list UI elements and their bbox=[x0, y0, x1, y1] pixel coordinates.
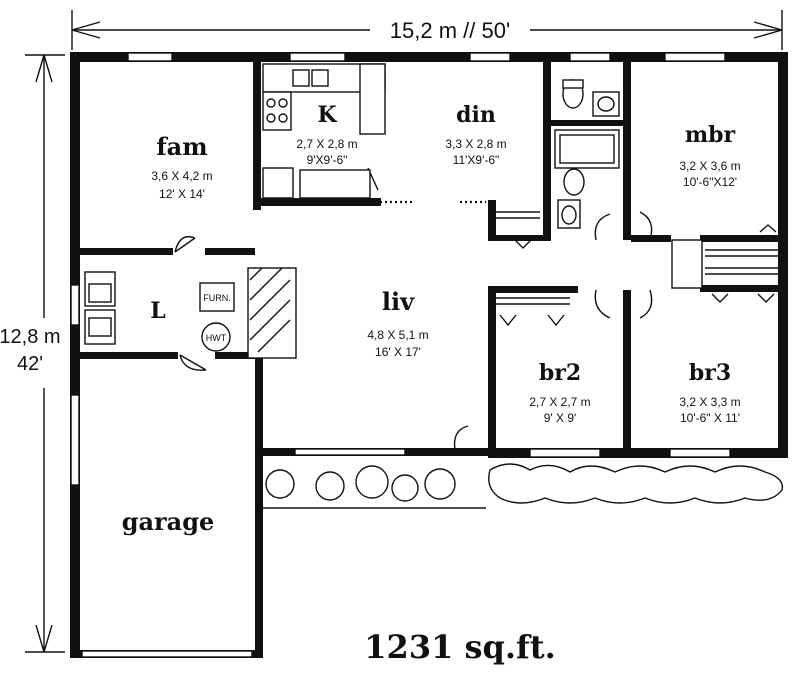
area-label: 1231 sq.ft. bbox=[364, 628, 555, 666]
laundry-fixtures bbox=[84, 267, 291, 353]
room-metric-liv: 4,8 X 5,1 m bbox=[367, 328, 428, 342]
kitchen-fixtures bbox=[262, 63, 486, 204]
bathroom-fixtures bbox=[554, 79, 620, 229]
overall-depth-metric: 12,8 m bbox=[0, 326, 61, 348]
room-metric-br3: 3,2 X 3,3 m bbox=[679, 395, 740, 409]
room-name-br2: br2 bbox=[539, 360, 581, 386]
room-metric-br2: 2,7 X 2,7 m bbox=[529, 395, 590, 409]
room-fam: fam 3,6 X 4,2 m 12' X 14' bbox=[151, 132, 212, 201]
room-metric-din: 3,3 X 2,8 m bbox=[445, 137, 506, 151]
left-dimension-line: 12,8 m 42' bbox=[0, 54, 65, 653]
interior-walls bbox=[78, 60, 786, 453]
room-laundry: L FURN. HWT bbox=[150, 293, 230, 343]
room-garage: garage bbox=[122, 507, 215, 536]
room-imperial-din: 11'X9'-6" bbox=[453, 153, 500, 167]
top-dimension-line: 15,2 m // 50' bbox=[71, 10, 783, 50]
room-imperial-kitchen: 9'X9'-6" bbox=[307, 153, 348, 167]
room-name-din: din bbox=[456, 102, 496, 128]
overall-width-label: 15,2 m // 50' bbox=[390, 18, 510, 43]
room-name-br3: br3 bbox=[689, 360, 731, 386]
room-imperial-mbr: 10'-6"X12' bbox=[683, 175, 737, 189]
room-name-fam: fam bbox=[156, 132, 207, 161]
room-name-kitchen: K bbox=[317, 102, 337, 128]
room-name-garage: garage bbox=[122, 507, 215, 536]
room-br2: br2 2,7 X 2,7 m 9' X 9' bbox=[529, 360, 590, 425]
room-din: din 3,3 X 2,8 m 11'X9'-6" bbox=[445, 102, 506, 167]
water-heater-label: HWT bbox=[206, 333, 227, 343]
room-br3: br3 3,2 X 3,3 m 10'-6" X 11' bbox=[679, 360, 740, 425]
room-liv: liv 4,8 X 5,1 m 16' X 17' bbox=[367, 287, 428, 359]
room-imperial-br2: 9' X 9' bbox=[544, 411, 577, 425]
room-metric-kitchen: 2,7 X 2,8 m bbox=[296, 137, 357, 151]
furnace-label: FURN. bbox=[203, 293, 231, 303]
room-imperial-fam: 12' X 14' bbox=[159, 187, 205, 201]
room-metric-mbr: 3,2 X 3,6 m bbox=[679, 159, 740, 173]
closet-doors bbox=[496, 211, 778, 327]
room-name-laundry: L bbox=[150, 298, 165, 324]
room-imperial-br3: 10'-6" X 11' bbox=[680, 411, 740, 425]
room-metric-fam: 3,6 X 4,2 m bbox=[151, 169, 212, 183]
overall-depth-imperial: 42' bbox=[17, 353, 43, 375]
room-name-liv: liv bbox=[382, 287, 415, 316]
room-imperial-liv: 16' X 17' bbox=[375, 345, 421, 359]
landscaping bbox=[263, 462, 784, 509]
water-heater-circle bbox=[201, 322, 231, 352]
room-name-mbr: mbr bbox=[685, 122, 736, 148]
exterior-walls bbox=[70, 52, 788, 658]
furnace-box bbox=[199, 282, 235, 312]
room-kitchen: K 2,7 X 2,8 m 9'X9'-6" bbox=[296, 102, 357, 167]
room-mbr: mbr 3,2 X 3,6 m 10'-6"X12' bbox=[679, 122, 740, 189]
